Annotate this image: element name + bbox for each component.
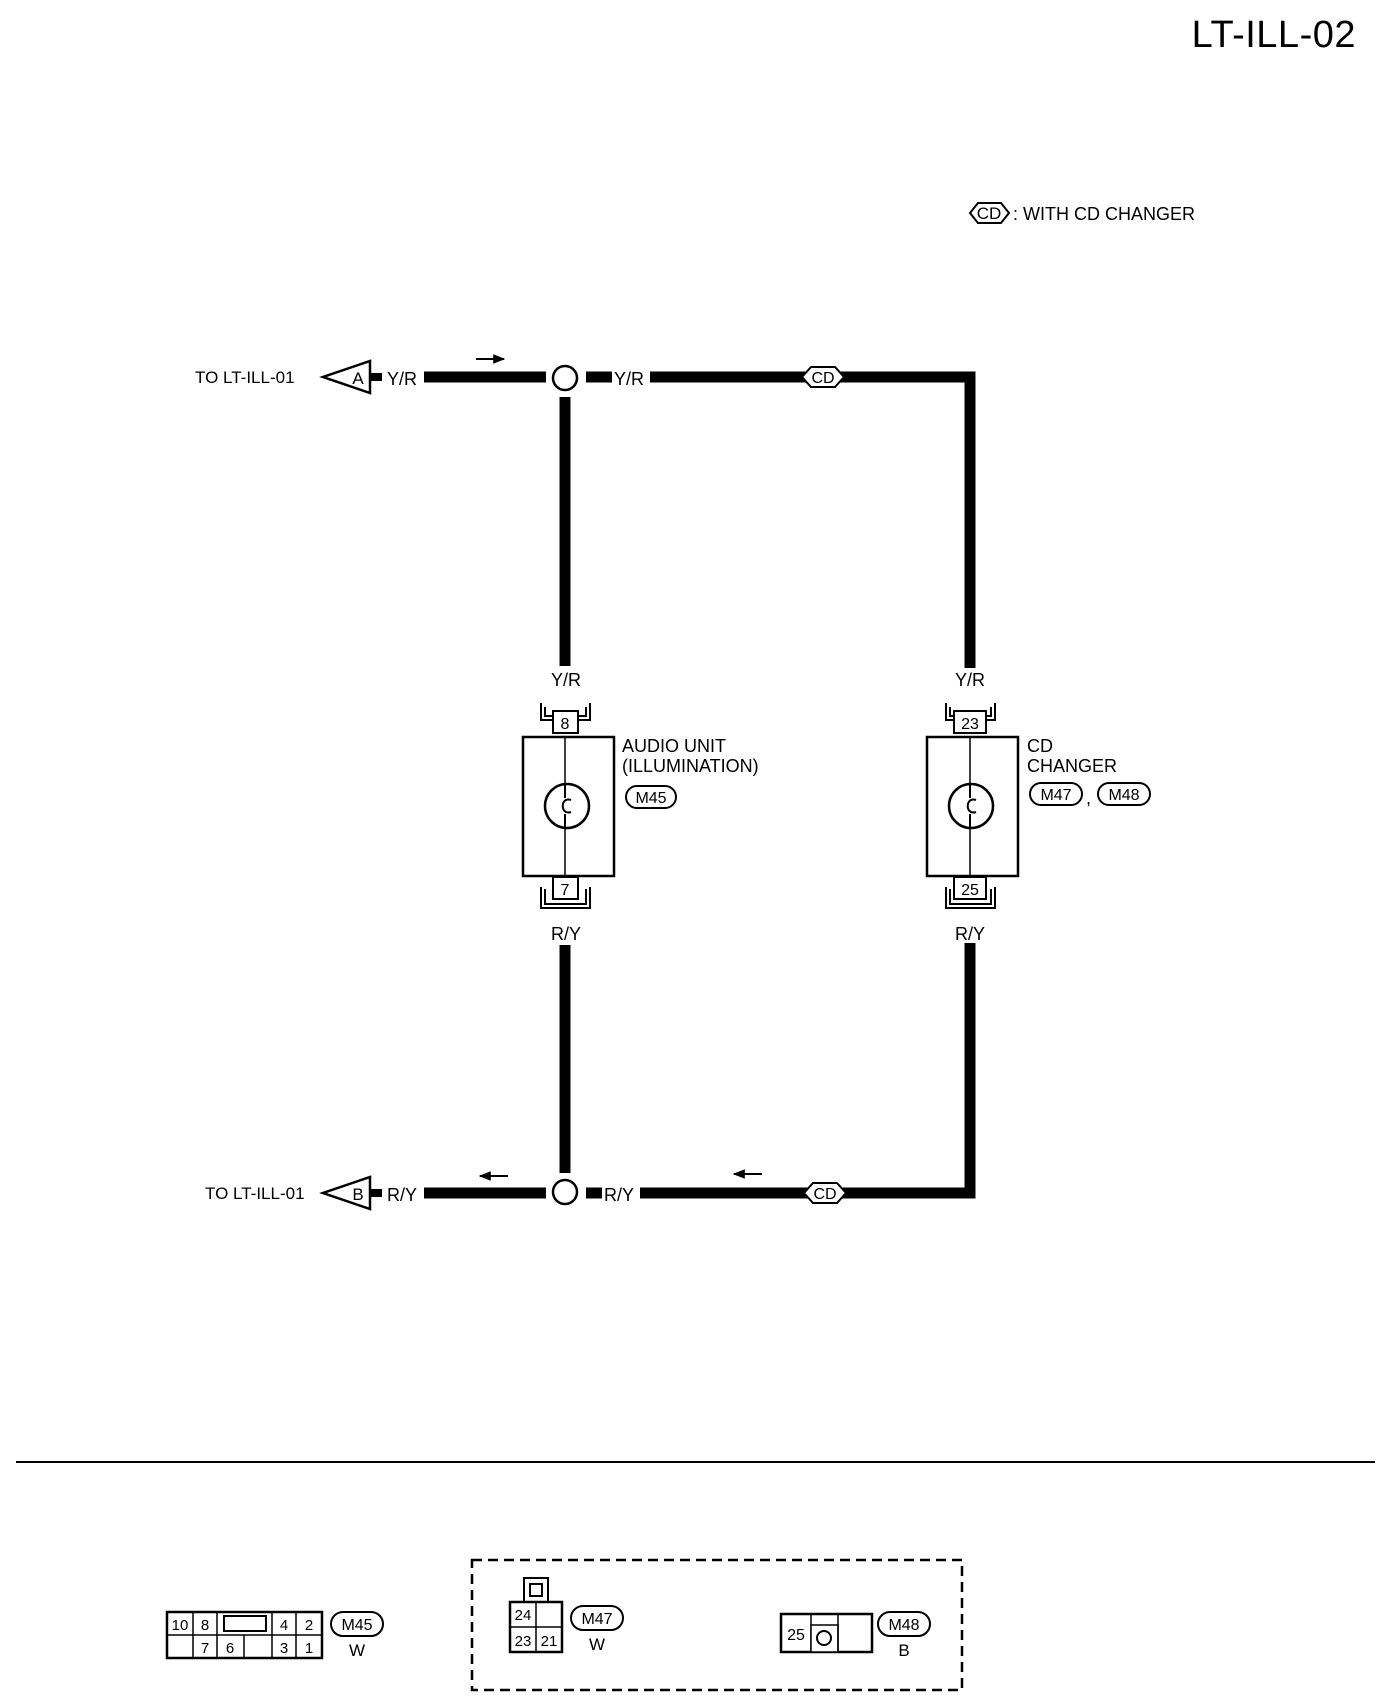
connector-view-m48: 25 M48 B xyxy=(779,1611,931,1660)
m48-color: B xyxy=(898,1641,909,1660)
connector-a: TO LT-ILL-01 A Y/R xyxy=(195,359,417,395)
connector-b-arrow-icon xyxy=(319,1175,372,1211)
audio-unit-top-pin: 8 xyxy=(561,716,570,733)
audio-unit-connector-id: M45 xyxy=(635,790,666,807)
m45-pin-3: 3 xyxy=(280,1640,288,1657)
connector-b-destination: TO LT-ILL-01 xyxy=(205,1184,305,1203)
cd-changer-bottom-pin: 25 xyxy=(961,882,979,899)
connector-a-letter: A xyxy=(352,369,364,388)
cd-tag-bottom: CD xyxy=(802,1182,848,1204)
m45-pin-8: 8 xyxy=(201,1617,209,1634)
m45-pin-1: 1 xyxy=(305,1640,313,1657)
audio-unit-subname: (ILLUMINATION) xyxy=(622,756,759,776)
wire-harness xyxy=(370,371,976,1199)
splice-bottom xyxy=(551,1178,579,1206)
audio-unit-top-wire-label: Y/R xyxy=(551,670,581,690)
connector-b: TO LT-ILL-01 B R/Y xyxy=(205,1175,417,1211)
cd-changer-connector-id-2: M48 xyxy=(1108,787,1139,804)
m45-color: W xyxy=(349,1641,365,1660)
cd-changer-top-pin: 23 xyxy=(961,716,979,733)
legend-text: : WITH CD CHANGER xyxy=(1013,204,1195,224)
m45-pin-10: 10 xyxy=(172,1617,189,1634)
legend-symbol: CD xyxy=(977,204,1002,223)
m45-pin-6: 6 xyxy=(226,1640,234,1657)
cd-option-hexagon-icon xyxy=(968,202,1011,224)
legend: CD : WITH CD CHANGER xyxy=(968,202,1195,224)
m45-id: M45 xyxy=(341,1617,372,1634)
audio-unit-bulb-icon xyxy=(543,782,591,830)
connector-a-arrow-icon xyxy=(319,359,372,395)
audio-unit: Y/R 8 7 R/Y AUDIO UNIT (ILLUMINATION) M4… xyxy=(521,670,759,944)
connector-b-letter: B xyxy=(352,1185,363,1204)
cd-tag-top: CD xyxy=(800,366,846,388)
m45-pin-4: 4 xyxy=(280,1617,288,1634)
m47-pin-24: 24 xyxy=(515,1607,532,1624)
m48-id: M48 xyxy=(888,1617,919,1634)
wire-ry-from-cd-changer xyxy=(640,943,976,1199)
connector-b-wire-label: R/Y xyxy=(387,1185,417,1205)
m48-pin-25: 25 xyxy=(787,1627,805,1644)
m47-id: M47 xyxy=(581,1611,612,1628)
m47-pin-23: 23 xyxy=(515,1633,532,1650)
cd-changer: Y/R 23 25 R/Y CD CHANGER M47 , M48 xyxy=(925,670,1151,944)
audio-unit-bottom-pin: 7 xyxy=(561,882,570,899)
cd-changer-top-wire-label: Y/R xyxy=(955,670,985,690)
connector-a-destination: TO LT-ILL-01 xyxy=(195,368,295,387)
audio-unit-name: AUDIO UNIT xyxy=(622,736,726,756)
cd-changer-bottom-wire-label: R/Y xyxy=(955,924,985,944)
wire-label-top-right: Y/R xyxy=(614,369,644,389)
m48-key-icon xyxy=(816,1630,832,1646)
cd-tag-bottom-label: CD xyxy=(813,1186,836,1203)
m47-pin-21: 21 xyxy=(541,1633,558,1650)
m47-color: W xyxy=(589,1635,605,1654)
connector-view-m45: 10 8 4 2 7 6 3 1 M45 W xyxy=(165,1610,384,1660)
cd-tag-top-label: CD xyxy=(811,370,834,387)
wire-label-bottom-right: R/Y xyxy=(604,1185,634,1205)
connector-view-m47: 24 23 21 M47 W xyxy=(508,1577,624,1654)
cd-changer-connector-separator: , xyxy=(1086,788,1091,808)
connector-a-wire-label: Y/R xyxy=(387,369,417,389)
page-title: LT-ILL-02 xyxy=(1191,14,1356,56)
splice-top xyxy=(551,364,579,392)
cd-changer-subname: CHANGER xyxy=(1027,756,1117,776)
audio-unit-bottom-wire-label: R/Y xyxy=(551,924,581,944)
wire-yr-to-cd-changer xyxy=(650,371,976,668)
cd-changer-name: CD xyxy=(1027,736,1053,756)
cd-changer-connector-id-1: M47 xyxy=(1040,787,1071,804)
m45-pin-7: 7 xyxy=(201,1640,209,1657)
cd-option-group-box xyxy=(470,1558,964,1692)
m45-pin-2: 2 xyxy=(305,1617,313,1634)
